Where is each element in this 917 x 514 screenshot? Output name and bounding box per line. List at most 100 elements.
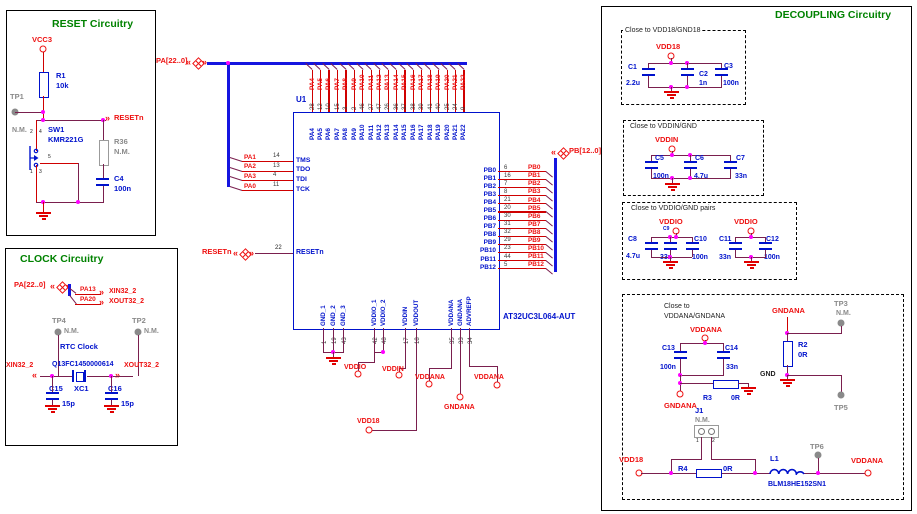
resistor-r4[interactable] xyxy=(696,469,722,478)
capacitor-c3[interactable] xyxy=(715,68,728,76)
mcu-left-pin[interactable]: PA1 14 TMS xyxy=(228,153,348,164)
crystal-xc1[interactable] xyxy=(84,370,86,382)
port-resetn[interactable]: RESETn xyxy=(114,113,144,122)
resistor-r2[interactable] xyxy=(783,341,793,367)
mcu-right-pin[interactable]: PB10 23 PB10 xyxy=(460,245,572,259)
pushbutton-switch-sw1[interactable] xyxy=(26,138,46,178)
mcu-top-pin[interactable]: PA21 24 PA21 xyxy=(448,62,459,142)
wire xyxy=(711,459,755,461)
wire xyxy=(648,63,650,68)
capacitor-c5[interactable] xyxy=(645,161,658,169)
mcu-top-pin[interactable]: PA5 12 PA5 xyxy=(313,62,324,142)
mcu-right-pin[interactable]: PB3 8 PB3 xyxy=(460,188,572,202)
mcu-right-pin[interactable]: PB8 32 PB8 xyxy=(460,228,572,243)
mcu-top-pin[interactable]: PA17 39 PA17 xyxy=(414,62,426,142)
capacitor-c12[interactable] xyxy=(759,242,772,250)
wire xyxy=(36,120,106,122)
resistor-r1[interactable] xyxy=(39,72,49,98)
mcu-left-pin[interactable]: PA3 4 TDI xyxy=(228,172,348,183)
mcu-u1-body[interactable] xyxy=(293,112,500,330)
mcu-top-pin[interactable]: PA16 38 PA16 xyxy=(406,62,417,142)
port-xin32[interactable]: XIN32_2 xyxy=(109,288,137,295)
power-port-icon[interactable] xyxy=(864,469,872,477)
mcu-top-pin[interactable]: PA12 47 PA12 xyxy=(372,62,384,142)
resistor-r36[interactable] xyxy=(99,140,109,166)
mcu-right-pin[interactable]: PB2 7 PB2 xyxy=(460,180,572,194)
wire xyxy=(111,400,113,405)
port-xout32[interactable]: XOUT32_2 xyxy=(109,298,145,305)
power-port-icon[interactable] xyxy=(365,426,373,434)
crystal-xc1[interactable] xyxy=(72,370,74,382)
capacitor-c6[interactable] xyxy=(684,161,697,169)
mcu-top-pin[interactable]: PA20 25 PA20 xyxy=(440,62,451,142)
mcu-left-pin[interactable]: PA2 13 TDO xyxy=(228,163,348,174)
mcu-right-pin[interactable]: PB11 44 PB11 xyxy=(460,253,572,267)
capacitor-c2[interactable] xyxy=(681,68,694,76)
bus-port-icon[interactable] xyxy=(557,147,570,160)
testpoint-icon[interactable] xyxy=(54,328,62,336)
testpoint-icon[interactable] xyxy=(837,391,845,399)
mcu-top-pin[interactable]: PA22 9 PA22 xyxy=(457,62,468,142)
mcu-top-pin[interactable]: PA11 27 PA11 xyxy=(364,62,375,142)
mcu-top-pin[interactable]: PA15 37 PA15 xyxy=(398,62,409,142)
crystal-xc1[interactable] xyxy=(76,372,84,382)
power-port-icon[interactable] xyxy=(354,370,362,378)
power-port-icon[interactable] xyxy=(676,390,684,398)
mcu-top-pin[interactable]: PA7 15 PA7 xyxy=(330,62,341,142)
capacitor-c1[interactable] xyxy=(642,68,655,76)
wire xyxy=(735,250,737,257)
capacitor-c7[interactable] xyxy=(724,161,737,169)
mcu-right-pin[interactable]: PB6 30 PB6 xyxy=(460,213,572,227)
label-tp3: TP3 xyxy=(834,299,848,308)
net-label-resetn[interactable]: RESETn xyxy=(202,247,232,256)
wire xyxy=(405,328,407,368)
mcu-right-pin[interactable]: PB1 16 PB1 xyxy=(460,172,572,186)
capacitor-c9[interactable] xyxy=(664,242,677,250)
mcu-top-pin[interactable]: PA9 2 PA9 xyxy=(347,62,358,142)
net-label-xin32[interactable]: XIN32_2 xyxy=(6,362,34,369)
capacitor-c10[interactable] xyxy=(686,242,699,250)
mcu-top-pin[interactable]: PA8 3 PA8 xyxy=(338,62,350,142)
mcu-top-pin[interactable]: PA13 26 PA13 xyxy=(381,62,392,142)
mcu-right-pin[interactable]: PB0 6 PB0 xyxy=(460,164,572,178)
net-label: PB8 xyxy=(528,228,541,236)
mcu-left-pin[interactable]: PA0 11 TCK xyxy=(228,182,348,193)
mcu-top-pin[interactable]: PA18 41 PA18 xyxy=(423,62,434,142)
capacitor-c14[interactable] xyxy=(717,351,730,359)
bus-label-pa[interactable]: PA[22..0] xyxy=(14,280,46,289)
net-label-vdd18: VDD18 xyxy=(619,455,644,464)
testpoint-icon[interactable] xyxy=(837,319,845,327)
bus-label-pa[interactable]: PA[22..0] xyxy=(156,56,188,65)
mcu-right-pin[interactable]: PB4 21 PB4 xyxy=(460,197,572,211)
mcu-top-pin[interactable]: PA4 28 PA4 xyxy=(305,62,316,142)
wire xyxy=(374,328,376,352)
net-label-xout32[interactable]: XOUT32_2 xyxy=(124,362,160,369)
mcu-top-pin[interactable]: PA19 40 PA19 xyxy=(431,62,443,142)
note-box3: Close to VDDIO/GND pairs xyxy=(629,205,718,212)
capacitor-c11[interactable] xyxy=(729,242,742,250)
capacitor-c4[interactable] xyxy=(96,178,109,186)
power-port-icon[interactable] xyxy=(395,371,403,379)
capacitor-c8[interactable] xyxy=(645,242,658,250)
mcu-right-pin[interactable]: PB5 20 PB5 xyxy=(460,205,572,219)
mcu-right-pin[interactable]: PB12 5 PB12 xyxy=(460,261,572,275)
net-label-vddin: VDDIN xyxy=(655,135,679,144)
capacitor-c13[interactable] xyxy=(674,351,687,359)
inductor-l1[interactable] xyxy=(769,465,805,475)
capacitor-c16[interactable] xyxy=(105,392,118,400)
mcu-top-pin[interactable]: PA14 36 PA14 xyxy=(389,62,400,142)
capacitor-c15[interactable] xyxy=(46,392,59,400)
testpoint-icon[interactable] xyxy=(814,451,822,459)
resistor-r3[interactable] xyxy=(713,380,739,389)
testpoint-icon[interactable] xyxy=(134,328,142,336)
bus-label-pb[interactable]: PB[12..0] xyxy=(569,146,602,155)
power-port-icon[interactable] xyxy=(493,381,501,389)
power-port-icon[interactable] xyxy=(425,380,433,388)
pin-name: GND_2 xyxy=(330,305,337,326)
label-rtc-clock: RTC Clock xyxy=(60,342,98,351)
power-port-icon[interactable] xyxy=(456,393,464,401)
mcu-top-pin[interactable]: PA6 10 PA6 xyxy=(322,62,333,142)
mcu-right-pin[interactable]: PB9 29 PB9 xyxy=(460,237,572,251)
mcu-top-pin[interactable]: PA10 46 PA10 xyxy=(355,62,367,142)
mcu-right-pin[interactable]: PB7 31 PB7 xyxy=(460,221,572,235)
